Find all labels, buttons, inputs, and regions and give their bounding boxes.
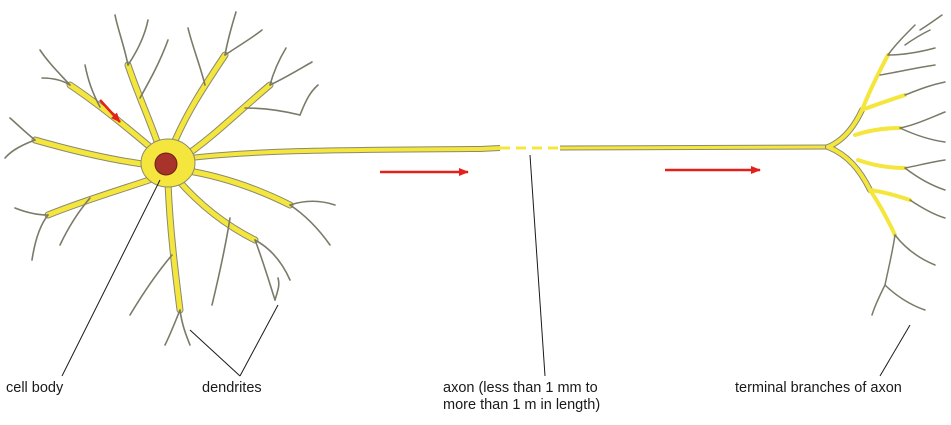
label-terminal-branches: terminal branches of axon — [735, 380, 902, 397]
label-cell-body-text: cell body — [6, 380, 63, 397]
nucleus — [155, 153, 177, 175]
label-axon-line2: more than 1 m in length) — [443, 397, 600, 414]
leader-cell-body — [62, 180, 160, 376]
label-dendrites: dendrites — [202, 380, 262, 397]
axon — [190, 147, 830, 158]
leader-axon — [530, 155, 545, 376]
label-axon: axon (less than 1 mm to more than 1 m in… — [443, 380, 600, 414]
terminal-branches — [828, 15, 945, 315]
label-axon-line1: axon (less than 1 mm to — [443, 380, 600, 397]
cell-body — [141, 139, 195, 187]
label-terminal-text: terminal branches of axon — [735, 380, 902, 397]
leader-terminal — [880, 325, 910, 376]
label-cell-body: cell body — [6, 380, 63, 397]
label-dendrites-text: dendrites — [202, 380, 262, 397]
signal-direction-arrows — [100, 100, 760, 172]
leader-dendrite-2 — [240, 305, 278, 376]
leader-dendrite-1 — [190, 330, 240, 376]
